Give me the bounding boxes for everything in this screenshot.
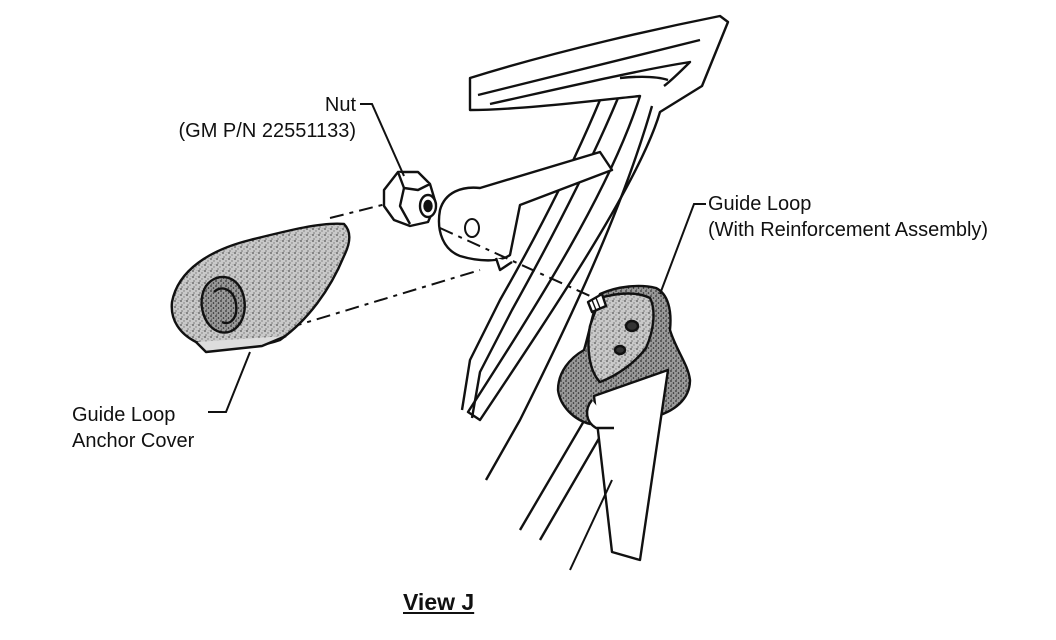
guide-loop-label: Guide Loop (With Reinforcement Assembly) — [708, 191, 988, 243]
guide-loop-label-line2: (With Reinforcement Assembly) — [708, 219, 989, 241]
seat-belt-webbing — [585, 368, 670, 562]
nut-leader — [360, 103, 405, 177]
belt-edge-line — [569, 479, 613, 571]
plate-hole — [464, 218, 480, 238]
assembly-centerline — [287, 203, 591, 329]
window-frame — [460, 14, 730, 541]
nut-label-line1: Nut — [324, 94, 356, 116]
anchor-cover-part — [170, 222, 351, 354]
guide-loop-label-line1: Guide Loop — [708, 193, 812, 215]
anchor-plate — [437, 150, 614, 272]
guide-loop-leader — [659, 203, 706, 295]
nut-part — [382, 170, 438, 228]
anchor-cover-label-line2: Anchor Cover — [72, 430, 195, 452]
anchor-cover-label: Guide Loop Anchor Cover — [72, 402, 194, 454]
anchor-cover-leader — [208, 351, 251, 413]
nut-label-line2: (GM P/N 22551133) — [178, 120, 357, 142]
nut-label: Nut (GM P/N 22551133) — [179, 92, 357, 144]
view-title: View J — [403, 589, 475, 615]
anchor-cover-label-line1: Guide Loop — [72, 404, 176, 426]
